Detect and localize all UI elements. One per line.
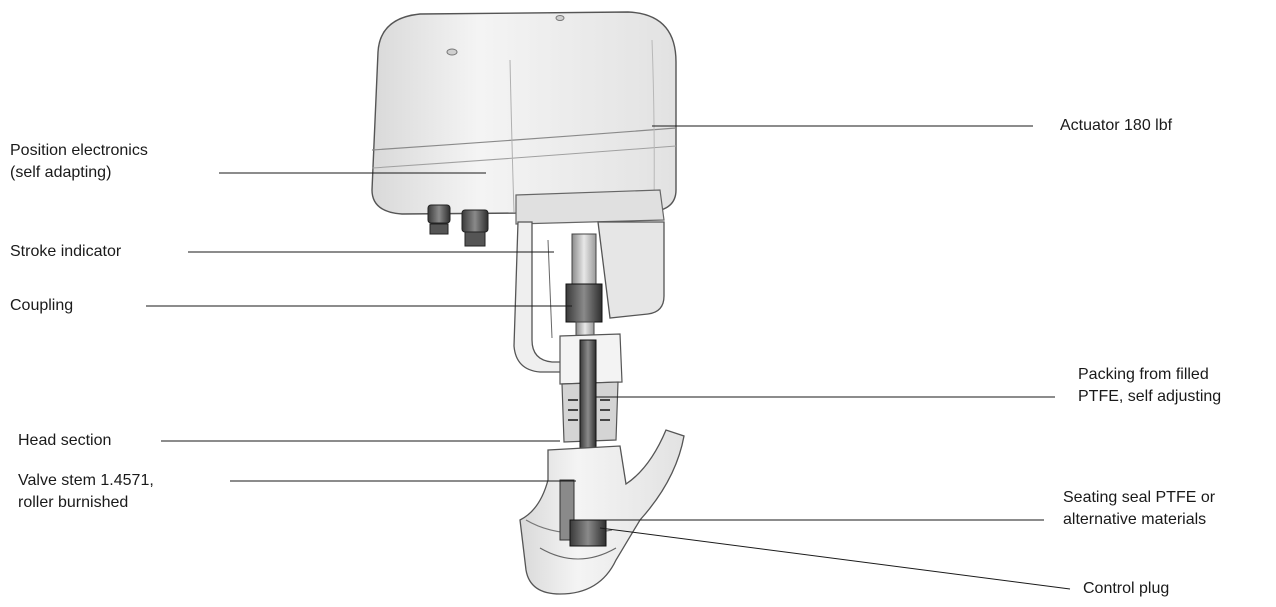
leader-control-plug <box>599 527 1071 590</box>
label-head-section: Head section <box>18 432 112 449</box>
cable-glands <box>427 204 489 247</box>
label-coupling: Coupling <box>10 297 74 314</box>
label-actuator: Actuator 180 lbf <box>1060 117 1173 134</box>
label-position-electronics: Position electronics (self adapting) <box>10 142 148 181</box>
leader-lines <box>146 125 1071 590</box>
label-seating-seal: Seating seal PTFE or alternative materia… <box>1063 489 1216 528</box>
stem-coupling <box>565 233 603 347</box>
label-stroke-indicator: Stroke indicator <box>10 243 122 260</box>
label-packing: Packing from filled PTFE, self adjusting <box>1078 366 1222 405</box>
yoke <box>513 221 665 373</box>
actuator-housing <box>371 11 677 225</box>
label-valve-stem: Valve stem 1.4571, roller burnished <box>18 472 154 511</box>
valve-body <box>519 429 685 595</box>
label-control-plug: Control plug <box>1083 580 1170 597</box>
